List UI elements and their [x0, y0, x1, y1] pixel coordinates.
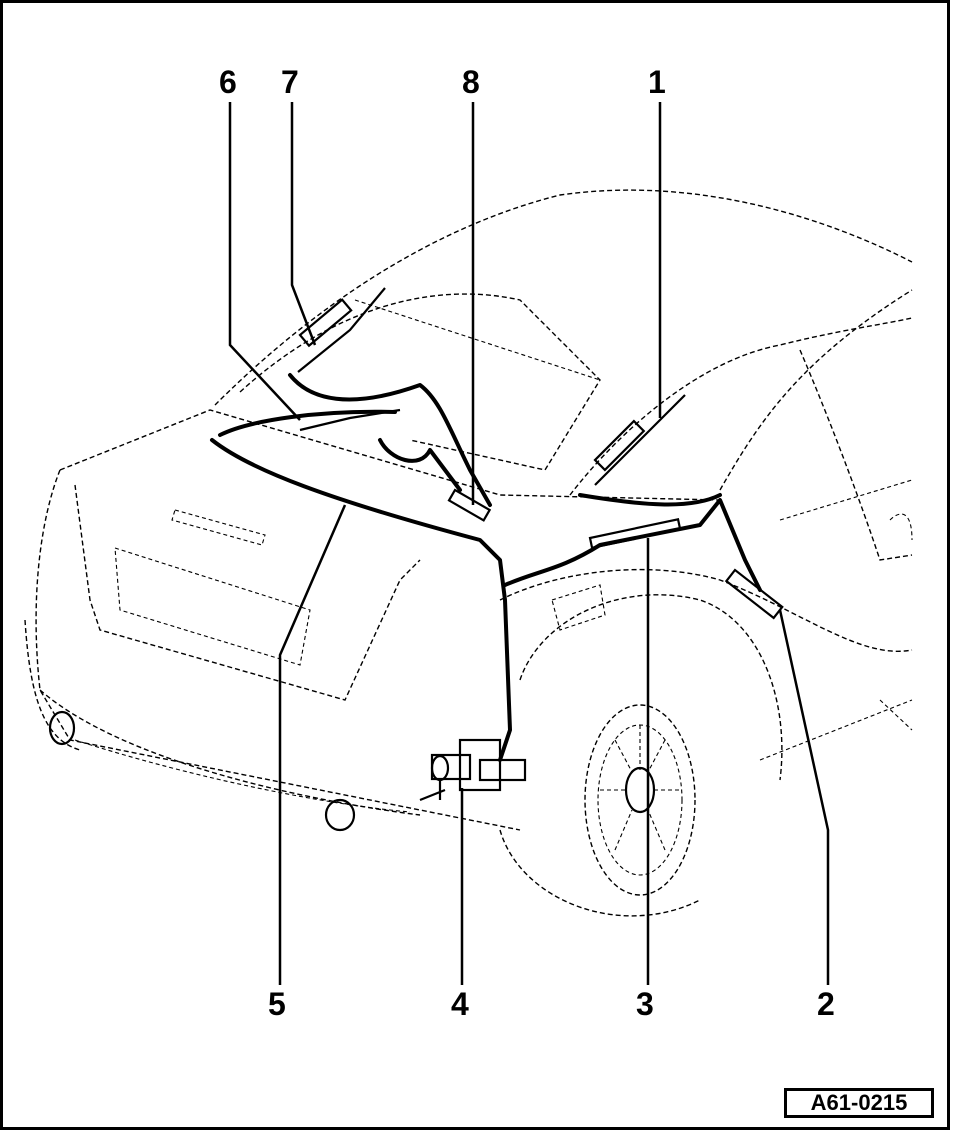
hydraulic-cylinders [297, 287, 784, 620]
callout-5: 5 [268, 986, 286, 1022]
callout-7: 7 [281, 64, 299, 100]
callout-8: 8 [462, 64, 480, 100]
callout-2: 2 [817, 986, 835, 1022]
leader-lines [228, 102, 830, 985]
callout-labels: 1 2 3 4 5 6 7 8 [219, 64, 835, 1022]
callout-3: 3 [636, 986, 654, 1022]
hydraulic-pump-unit [419, 738, 527, 802]
car-outline [24, 189, 913, 917]
callout-6: 6 [219, 64, 237, 100]
hose-lines [210, 373, 762, 762]
callout-1: 1 [648, 64, 666, 100]
callout-4: 4 [451, 986, 469, 1022]
figure-reference-code: A61-0215 [784, 1088, 934, 1118]
